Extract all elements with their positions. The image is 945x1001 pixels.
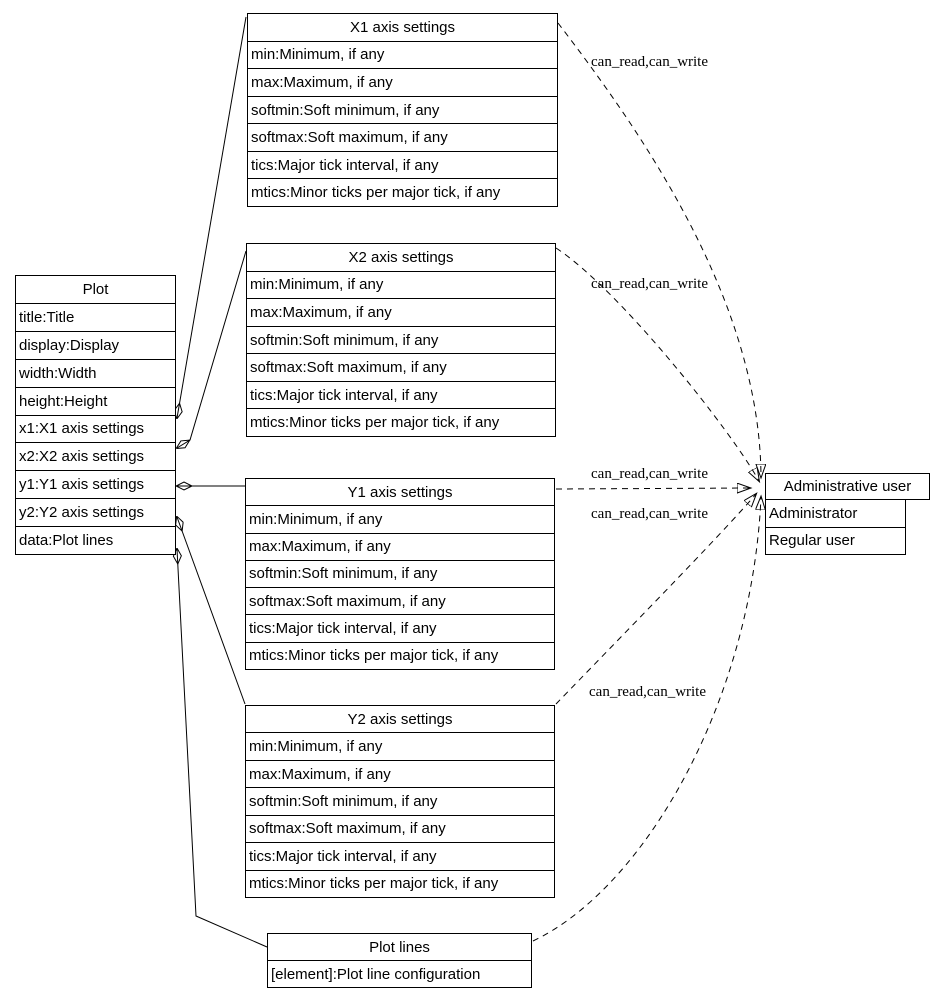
field-row: softmin:Soft minimum, if any: [246, 787, 554, 815]
field-row: max:Maximum, if any: [246, 759, 554, 788]
field-row: y2:Y2 axis settings: [16, 498, 175, 527]
field-row: max:Maximum, if any: [248, 68, 557, 96]
edge-plot-x1: [177, 16, 247, 418]
field-row: softmax:Soft maximum, if any: [246, 814, 554, 843]
field-row: x1:X1 axis settings: [16, 414, 175, 443]
field-row: max:Maximum, if any: [247, 298, 555, 326]
edge-label-plotlines-to-admin: can_read,can_write: [589, 684, 707, 700]
edge-label-y1-to-admin: can_read,can_write: [591, 466, 709, 482]
node-admin-user-title: Administrative user: [765, 473, 930, 500]
field-row: mtics:Minor ticks per major tick, if any: [247, 408, 555, 437]
edge-label-x2-to-admin: can_read,can_write: [591, 276, 709, 292]
edge-y1-to-admin: [555, 488, 750, 489]
field-row: [element]:Plot line configuration: [268, 960, 531, 987]
field-row: y1:Y1 axis settings: [16, 470, 175, 499]
field-row: softmin:Soft minimum, if any: [247, 325, 555, 354]
node-plot-lines: Plot lines [element]:Plot line configura…: [267, 933, 532, 988]
edge-plotlines-to-admin: [532, 497, 761, 942]
edge-y2-to-admin: [555, 494, 756, 705]
field-row: min:Minimum, if any: [247, 270, 555, 299]
edge-label-x1-to-admin: can_read,can_write: [591, 54, 709, 70]
edge-plot-data: [177, 549, 268, 948]
edge-plot-x2: [177, 250, 247, 448]
field-row: softmin:Soft minimum, if any: [246, 559, 554, 588]
field-row: min:Minimum, if any: [246, 732, 554, 760]
edge-plot-y2: [177, 517, 246, 705]
field-row: max:Maximum, if any: [246, 532, 554, 560]
field-row: mtics:Minor ticks per major tick, if any: [246, 641, 554, 669]
field-row: mtics:Minor ticks per major tick, if any: [246, 869, 554, 897]
node-y1-title: Y1 axis settings: [246, 479, 554, 506]
edge-x1-to-admin: [557, 22, 761, 477]
node-plot-lines-title: Plot lines: [268, 934, 531, 960]
node-plot-title: Plot: [16, 276, 175, 303]
field-row: softmax:Soft maximum, if any: [246, 587, 554, 615]
node-admin-user-title-text: Administrative user: [766, 474, 929, 499]
field-row: softmin:Soft minimum, if any: [248, 95, 557, 124]
field-row: Regular user: [766, 526, 905, 554]
field-row: mtics:Minor ticks per major tick, if any: [248, 178, 557, 207]
edge-x2-to-admin: [555, 247, 759, 481]
edge-label-y2-to-admin: can_read,can_write: [591, 506, 709, 522]
field-row: x2:X2 axis settings: [16, 442, 175, 471]
field-row: softmax:Soft maximum, if any: [248, 123, 557, 151]
field-row: tics:Major tick interval, if any: [246, 842, 554, 870]
field-row: display:Display: [16, 330, 175, 359]
field-row: Administrator: [766, 500, 905, 527]
field-row: softmax:Soft maximum, if any: [247, 353, 555, 381]
node-x1-title: X1 axis settings: [248, 14, 557, 41]
node-y2-title: Y2 axis settings: [246, 706, 554, 733]
node-x2-title: X2 axis settings: [247, 244, 555, 271]
field-row: data:Plot lines: [16, 526, 175, 555]
field-row: tics:Major tick interval, if any: [248, 150, 557, 179]
field-row: min:Minimum, if any: [248, 40, 557, 69]
field-row: tics:Major tick interval, if any: [247, 380, 555, 409]
field-row: tics:Major tick interval, if any: [246, 614, 554, 642]
field-row: height:Height: [16, 386, 175, 415]
field-row: min:Minimum, if any: [246, 505, 554, 533]
field-row: title:Title: [16, 302, 175, 331]
field-row: width:Width: [16, 358, 175, 387]
